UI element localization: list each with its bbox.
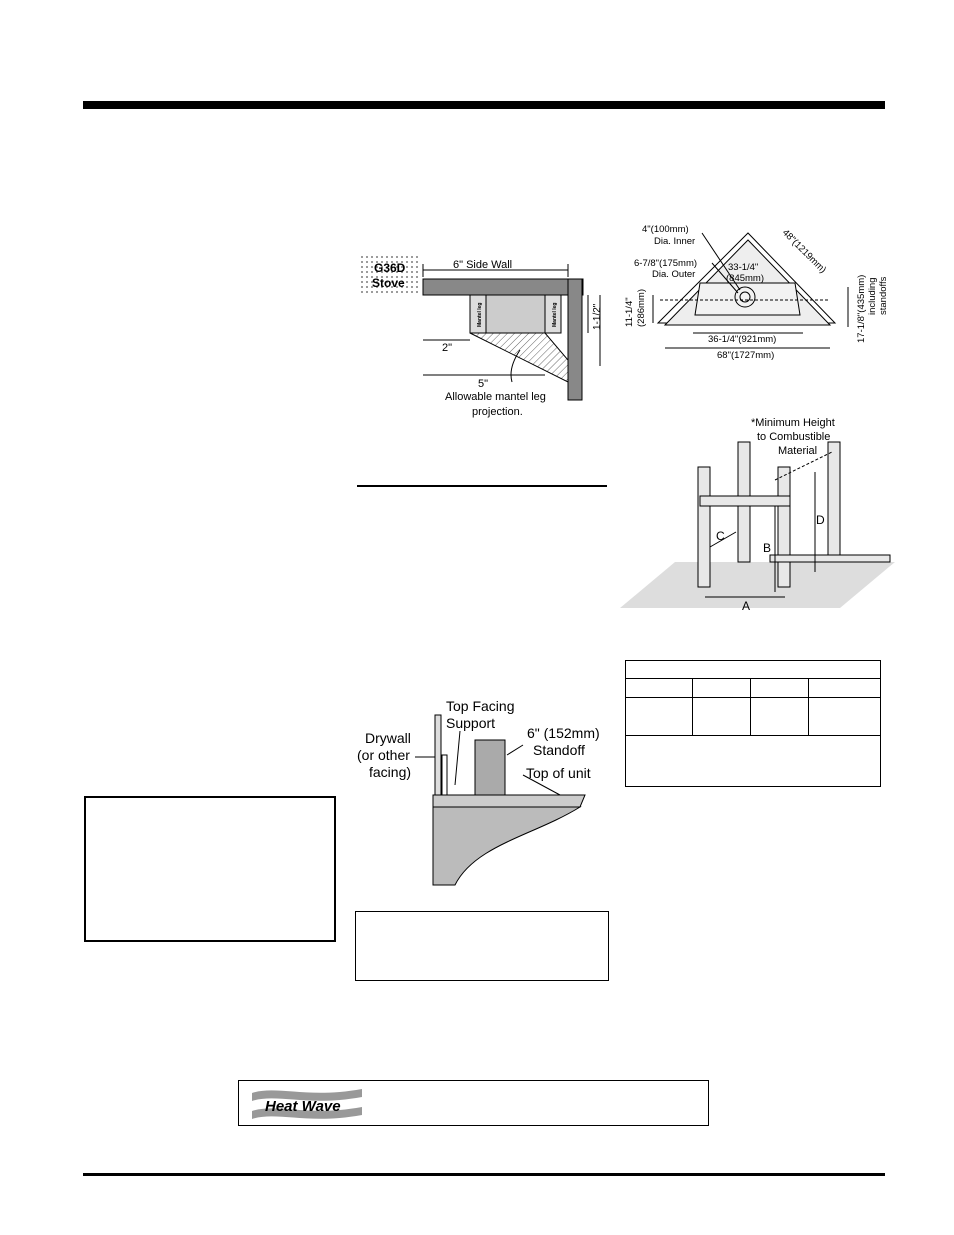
standoff-block — [474, 739, 506, 796]
stud-left — [697, 466, 711, 588]
header-beam — [699, 495, 791, 507]
top-facing-support — [441, 754, 448, 796]
header-rule — [83, 101, 885, 109]
clearance-table — [625, 660, 881, 787]
stove-label-1: G36D — [374, 261, 406, 275]
front-wall — [567, 278, 583, 401]
note-box-left — [84, 796, 336, 942]
drywall-2: (or other — [357, 747, 410, 763]
inner-dia-2: Dia. Inner — [654, 236, 695, 247]
caption-line-1: Allowable mantel leg — [445, 391, 546, 403]
mantel-leg-diagram: G36D Stove Mantel leg Mantel leg 6" Side… — [358, 255, 603, 418]
dim-5in-label: 5" — [478, 378, 488, 390]
standoff-diagram: Top Facing Support Drywall (or other fac… — [357, 698, 600, 886]
dim-17-1: 17-1/8"(435mm) — [856, 275, 867, 343]
top-facing-2: Support — [446, 715, 495, 731]
section-divider — [357, 485, 607, 487]
unit-body — [432, 806, 582, 886]
inner-dia-1: 4"(100mm) — [642, 224, 689, 235]
vent-outer-circle — [734, 286, 756, 308]
dim-48: 48"(1219mm) — [780, 227, 828, 275]
label-b: B — [763, 541, 771, 555]
dim-11-1: 11-1/4" — [624, 297, 635, 327]
footer-rule — [83, 1173, 885, 1176]
caption-line-2: projection. — [472, 406, 523, 418]
side-wall-label: 6" Side Wall — [453, 259, 512, 271]
top-facing-1: Top Facing — [446, 698, 514, 714]
label-d: D — [816, 513, 825, 527]
label-c: C — [716, 529, 725, 543]
dim-33-1: 33-1/4" — [728, 262, 758, 273]
floor-plane — [620, 562, 895, 608]
dim-17-2: including — [867, 278, 878, 316]
drywall-3: facing) — [369, 764, 411, 780]
unit-outline — [694, 282, 801, 316]
outer-dia-1: 6-7/8"(175mm) — [634, 258, 697, 269]
logo-text: Heat Wave — [265, 1098, 341, 1115]
stove-area — [358, 255, 420, 295]
stud-right — [777, 466, 791, 588]
floor-plate — [769, 554, 891, 563]
dim-1half-label: 1-1/2" — [592, 303, 603, 330]
side-wall — [422, 278, 584, 296]
heat-wave-logo: Heat Wave — [252, 1089, 362, 1119]
drywall — [434, 714, 442, 806]
stud-back-right — [827, 441, 841, 563]
min-height-2: to Combustible — [757, 431, 830, 443]
footer-brand-box: Heat Wave — [238, 1080, 709, 1126]
mantel-leg-left-label: Mantel leg — [477, 303, 483, 327]
note-box-middle — [355, 911, 609, 981]
dim-17-3: standoffs — [878, 276, 889, 315]
mantel-leg-right-label: Mantel leg — [552, 303, 558, 327]
stove-label-2: Stove — [372, 276, 405, 290]
standoff-2: Standoff — [533, 742, 585, 758]
caption-arrow — [510, 349, 521, 383]
dim-11-2: (286mm) — [636, 289, 647, 327]
mantel-block — [485, 294, 546, 334]
drywall-1: Drywall — [365, 730, 411, 746]
top-of-unit: Top of unit — [526, 765, 591, 781]
dim-36: 36-1/4"(921mm) — [708, 334, 776, 345]
dim-33-2: (845mm) — [726, 273, 764, 284]
standoff-1: 6" (152mm) — [527, 725, 600, 741]
dim-2in-label: 2" — [442, 342, 452, 354]
label-a: A — [742, 599, 750, 612]
min-height-3: Material — [778, 445, 817, 457]
framing-diagram: *Minimum Height to Combustible Material … — [620, 417, 895, 612]
projection-zone — [469, 332, 569, 383]
corner-installation-diagram: 4"(100mm) Dia. Inner 6-7/8"(175mm) Dia. … — [624, 224, 889, 361]
outer-dia-2: Dia. Outer — [652, 269, 695, 280]
dim-68: 68"(1727mm) — [717, 350, 774, 361]
min-height-1: *Minimum Height — [751, 417, 835, 429]
vent-inner-circle — [739, 291, 751, 303]
unit-top — [432, 794, 586, 808]
